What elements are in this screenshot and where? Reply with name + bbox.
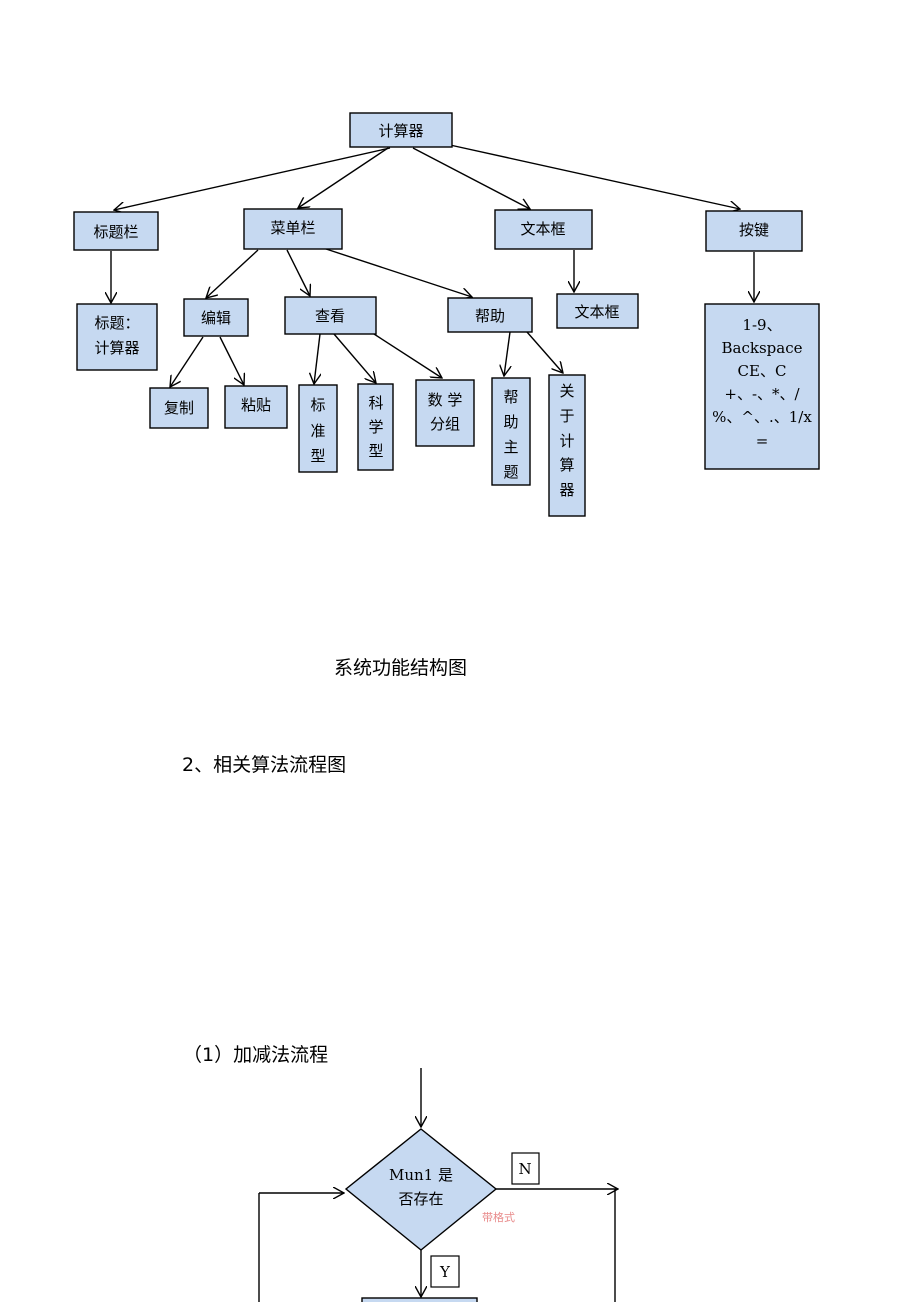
- node-about-char5: 器: [559, 481, 574, 499]
- edge-root-titlebar: [114, 147, 391, 210]
- edge-edit-paste: [219, 336, 244, 385]
- node-help-topic-char1: 帮: [503, 388, 518, 406]
- node-about-char3: 计: [559, 432, 574, 450]
- node-keys-label: 按键: [739, 221, 769, 239]
- node-copy: 复制: [149, 387, 209, 429]
- node-keys-line2: Backspace: [722, 339, 803, 357]
- node-title-bar-child-line2: 计算器: [94, 339, 139, 357]
- edge-view-standard: [314, 333, 320, 384]
- edge-root-textbox: [412, 147, 530, 209]
- node-view: 查看: [284, 296, 377, 335]
- edge-menubar-edit: [206, 249, 259, 298]
- node-copy-label: 复制: [164, 399, 194, 417]
- node-help-topic-char3: 主: [503, 438, 518, 456]
- flow-next-box: [361, 1297, 478, 1302]
- node-help-topic-char2: 助: [503, 413, 518, 431]
- node-scientific-char1: 科: [368, 394, 383, 412]
- node-about-char4: 算: [559, 456, 574, 474]
- subsection-heading: （1）加减法流程: [183, 1044, 329, 1066]
- node-standard-char3: 型: [310, 447, 325, 465]
- flow-no-box: [511, 1152, 540, 1185]
- node-keys-line3: CE、C: [738, 362, 787, 380]
- node-help: 帮助: [447, 297, 533, 333]
- node-help-topic-char4: 题: [503, 463, 518, 481]
- node-keys-line4: +、-、*、/: [724, 385, 800, 403]
- flow-yes-box: [430, 1255, 460, 1288]
- node-root: 计算器: [349, 112, 453, 148]
- node-keys-child: 1-9、 Backspace CE、C +、-、*、/ %、^、.、1/x =: [704, 303, 820, 470]
- edge-edit-copy: [170, 336, 204, 387]
- flow-decision-line2: 否存在: [398, 1190, 443, 1208]
- section-heading: 2、相关算法流程图: [182, 754, 347, 776]
- flowchart: Mun1 是 否存在 N Y 带格式: [258, 1068, 618, 1302]
- node-help-topic: 帮 助 主 题: [491, 377, 531, 486]
- flow-no-label: N: [518, 1160, 531, 1178]
- edge-root-keys: [449, 144, 740, 209]
- node-about: 关 于 计 算 器: [548, 374, 586, 517]
- node-title-bar-child: 标题： 计算器: [76, 303, 158, 371]
- node-scientific-char3: 型: [368, 442, 383, 460]
- flow-yes-label: Y: [439, 1263, 451, 1281]
- node-keys-line5: %、^、.、1/x: [712, 408, 812, 426]
- node-help-label: 帮助: [475, 307, 505, 325]
- connectors: [111, 144, 754, 387]
- node-standard: 标 准 型: [298, 384, 338, 473]
- node-textbox-child-label: 文本框: [574, 303, 619, 321]
- edge-root-menubar: [298, 147, 389, 208]
- node-standard-char1: 标: [310, 396, 325, 414]
- node-standard-char2: 准: [310, 422, 325, 440]
- node-about-char2: 于: [559, 407, 574, 425]
- node-paste: 粘贴: [224, 385, 288, 429]
- edge-help-topic: [504, 331, 510, 376]
- edge-view-scientific: [333, 333, 376, 383]
- edge-menubar-help: [319, 246, 472, 297]
- node-textbox-child: 文本框: [556, 293, 639, 329]
- node-menu-bar: 菜单栏: [243, 208, 343, 250]
- node-textbox: 文本框: [494, 209, 593, 250]
- node-paste-label: 粘贴: [241, 396, 271, 414]
- node-scientific: 科 学 型: [357, 383, 394, 471]
- node-textbox-label: 文本框: [520, 220, 565, 238]
- node-about-char1: 关: [559, 382, 574, 400]
- node-digit-group: 数 学 分组: [415, 379, 475, 447]
- node-view-label: 查看: [315, 307, 345, 325]
- edge-view-digitgroup: [373, 333, 442, 378]
- node-root-label: 计算器: [378, 122, 423, 140]
- flow-format-note: 带格式: [482, 1210, 515, 1224]
- edge-help-about: [526, 331, 563, 373]
- node-keys: 按键: [705, 210, 803, 252]
- node-title-bar-child-line1: 标题：: [94, 314, 139, 332]
- node-scientific-char2: 学: [368, 418, 383, 436]
- flow-decision-line1: Mun1 是: [389, 1166, 453, 1184]
- structure-caption: 系统功能结构图: [334, 657, 468, 679]
- node-digit-group-line1: 数 学: [428, 391, 463, 409]
- node-title-bar: 标题栏: [73, 211, 159, 251]
- node-edit-label: 编辑: [201, 309, 231, 327]
- node-keys-line6: =: [756, 432, 769, 450]
- node-keys-line1: 1-9、: [742, 316, 781, 334]
- edge-menubar-view: [286, 249, 310, 296]
- node-menu-bar-label: 菜单栏: [270, 219, 315, 237]
- node-title-bar-label: 标题栏: [93, 223, 138, 241]
- node-edit: 编辑: [183, 298, 249, 337]
- node-digit-group-line2: 分组: [430, 415, 460, 433]
